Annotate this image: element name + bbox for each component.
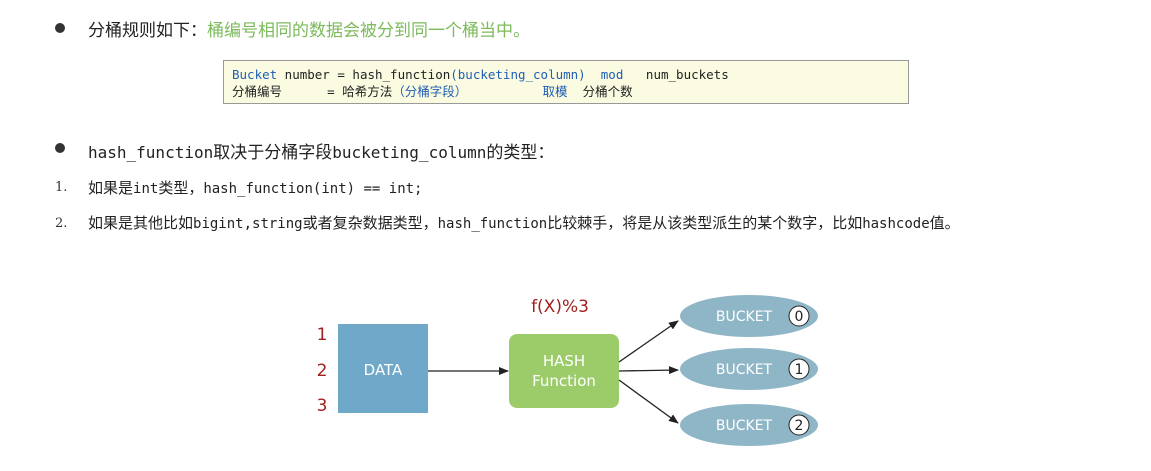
bucketing-column-token: bucketing_column	[332, 143, 487, 162]
item-code: hash_function	[437, 216, 548, 232]
bucket-rule-highlight: 桶编号相同的数据会被分到同一个桶当中。	[207, 21, 530, 41]
bucket-1	[680, 348, 818, 390]
bullet-2	[55, 143, 65, 153]
bucket-0-index-circle	[788, 305, 810, 327]
item-1-text: 如果是int类型，hash_function(int) == int;	[88, 177, 422, 198]
hash-function-box	[509, 334, 619, 408]
item-code: hashcode	[862, 216, 930, 232]
arrow-to-bucket-2	[618, 379, 679, 424]
item-text: 类型，	[158, 179, 204, 197]
code-row-1: Bucket number = hash_function(bucketing_…	[232, 66, 900, 83]
code-token: 分桶编号	[232, 84, 283, 99]
item-code: int	[133, 181, 159, 197]
line2-text: 取决于分桶字段	[213, 143, 333, 163]
code-token: 分桶个数	[567, 84, 633, 99]
formula-label: f(X)%3	[531, 297, 589, 317]
bucket-1-label: BUCKET	[716, 362, 773, 378]
bucket-2-label: BUCKET	[716, 418, 773, 434]
row-label-3: 3	[317, 396, 328, 416]
row-label-1: 1	[317, 325, 328, 345]
item-text: 或者复杂数据类型，	[302, 214, 438, 232]
code-token: Bucket	[232, 67, 278, 82]
bucket-0	[680, 295, 818, 337]
bucket-2-index-circle	[788, 414, 810, 436]
item-text: 如果是其他比如	[88, 214, 194, 232]
code-token: （分桶字段）	[392, 84, 468, 99]
code-token: 取模	[467, 84, 568, 99]
hash-function-line: hash_function取决于分桶字段bucketing_column的类型：	[88, 138, 554, 163]
bucket-1-index-circle	[788, 358, 810, 380]
item-text: 如果是	[88, 179, 134, 197]
line2-text: 的类型：	[486, 143, 555, 163]
bucket-0-index: 0	[795, 309, 804, 325]
bucket-2-index: 2	[795, 418, 804, 434]
item-2-number: 2.	[55, 216, 68, 231]
data-box	[338, 324, 428, 413]
code-token: mod	[585, 67, 624, 82]
item-code: bigint,string	[193, 216, 303, 232]
code-row-2: 分桶编号 = 哈希方法（分桶字段） 取模 分桶个数	[232, 83, 900, 100]
bucket-rule-prefix: 分桶规则如下：	[88, 21, 207, 41]
item-2-text: 如果是其他比如bigint,string或者复杂数据类型，hash_functi…	[88, 212, 960, 233]
hash-function-token: hash_function	[88, 143, 214, 162]
code-token: num_buckets	[623, 67, 729, 82]
bucket-rule-line: 分桶规则如下：桶编号相同的数据会被分到同一个桶当中。	[88, 16, 530, 41]
arrow-to-bucket-0	[618, 320, 679, 363]
row-label-2: 2	[317, 361, 328, 381]
hash-box-line1: HASH	[543, 352, 585, 370]
code-token: number = hash_function	[277, 67, 451, 82]
item-1-number: 1.	[55, 180, 68, 195]
item-text: 比较棘手，将是从该类型派生的某个数字，比如	[547, 214, 863, 232]
item-code: hash_function(int) == int;	[203, 181, 423, 197]
formula-code-box: Bucket number = hash_function(bucketing_…	[223, 60, 909, 104]
bucket-1-index: 1	[795, 362, 804, 378]
code-token: = 哈希方法	[282, 84, 393, 99]
bucket-2	[680, 404, 818, 446]
bullet-1	[55, 23, 65, 33]
bucket-0-label: BUCKET	[716, 309, 773, 325]
hash-box-line2: Function	[532, 372, 596, 390]
data-box-label: DATA	[364, 361, 403, 379]
code-token: (bucketing_column)	[450, 67, 586, 82]
item-text: 值。	[929, 214, 960, 232]
arrow-to-bucket-1	[618, 366, 679, 375]
